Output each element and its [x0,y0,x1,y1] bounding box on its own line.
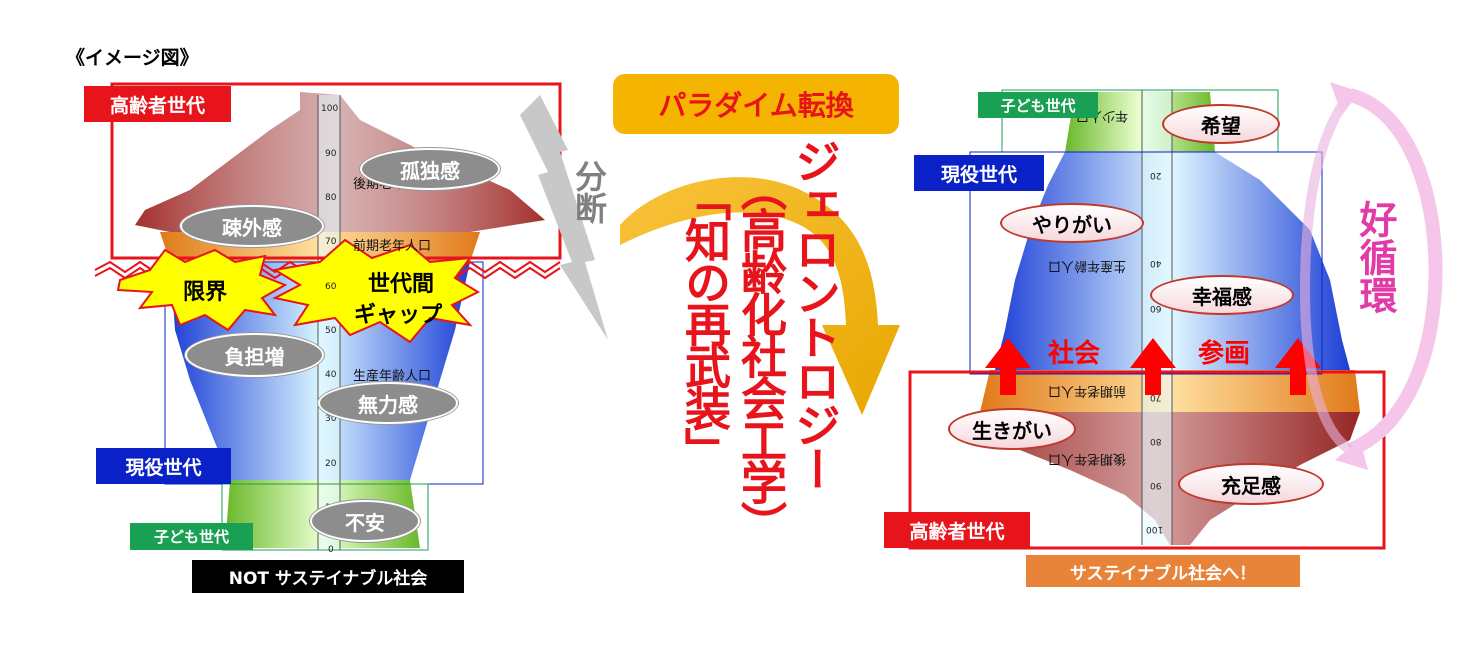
axis-tick: 80 [1150,436,1162,446]
divide-label: 分断 [570,160,608,224]
burden-oval: 負担増 [185,333,324,377]
right-children-tag: 子ども世代 [978,92,1098,118]
not-sustainable-label: NOT サステイナブル社会 [192,560,464,593]
left-pyramid-chart [94,82,608,551]
fulfillment-oval: 充足感 [1178,463,1324,505]
hope-oval: 希望 [1162,104,1280,144]
right-late-elderly-label: 後期老年人口 [1048,451,1127,466]
working-age-label: 生産年齢人口 [353,369,432,384]
axis-tick: 20 [1150,170,1162,180]
right-working-tag: 現役世代 [914,155,1044,191]
right-working-age-label: 生産年齢人口 [1048,258,1127,273]
alienation-oval: 疎外感 [180,205,324,247]
purpose-oval: 生きがい [948,408,1076,450]
early-elderly-label: 前期老年人口 [353,239,432,254]
axis-tick: 100 [1146,524,1164,534]
gap-label-line1: 世代間 [368,272,435,297]
gerontology-subtitle: （高齢化社会工学） [734,165,788,543]
left-elderly-tag: 高齢者世代 [84,86,231,122]
axis-tick: 50 [325,326,337,336]
worth-oval: やりがい [1000,203,1144,243]
axis-tick: 100 [321,104,339,114]
axis-tick: 30 [325,414,337,424]
axis-tick: 90 [325,149,337,159]
axis-tick: 40 [1150,258,1162,268]
axis-tick: 70 [325,237,337,247]
image-title: 《イメージ図》 [66,47,199,69]
axis-tick: 80 [325,193,337,203]
axis-tick: 60 [325,282,337,292]
axis-tick: 20 [325,459,337,469]
powerless-oval: 無力感 [318,382,458,424]
axis-tick: 70 [1150,392,1162,402]
knowledge-rearm-label: 「知の再武装」 [678,175,732,469]
anxiety-oval: 不安 [310,500,420,542]
left-children-tag: 子ども世代 [130,523,253,550]
axis-tick: 40 [325,370,337,380]
right-early-elderly-label: 前期老年人口 [1048,383,1127,398]
good-cycle-label: 好循環 [1353,200,1397,314]
paradigm-shift-label: パラダイム転換 [658,89,854,122]
gerontology-label: ジェロントロジー [788,138,842,490]
right-elderly-tag: 高齢者世代 [884,512,1030,548]
happiness-oval: 幸福感 [1150,275,1294,315]
gap-label-line2: ギャップ [354,303,443,328]
sustainable-label: サステイナブル社会へ！ [1026,555,1300,587]
right-panel: 20 40 60 70 80 90 100 年少人口 生産年齢人口 前期老年人口… [880,0,1476,600]
limit-label: 限界 [183,280,228,305]
participation-join: 参画 [1198,339,1251,369]
left-working-tag: 現役世代 [96,448,231,484]
participation-society: 社会 [1048,339,1101,369]
isolation-oval: 孤独感 [360,148,500,190]
left-panel: 100 90 80 70 60 50 40 30 20 10 0 後期老年人口 … [0,0,620,600]
axis-tick: 90 [1150,480,1162,490]
paradigm-shift-box: パラダイム転換 [613,74,899,134]
transition-arrow [620,177,900,415]
axis-tick: 0 [328,545,334,555]
